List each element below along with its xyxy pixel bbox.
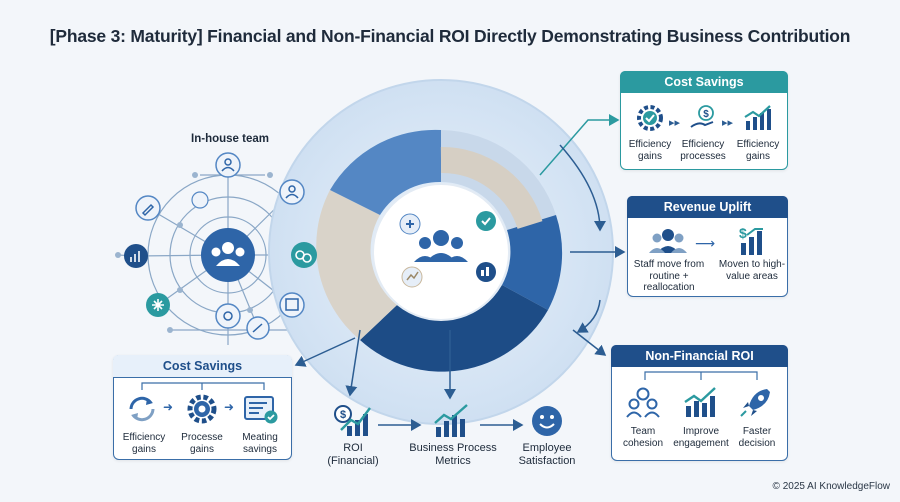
team-icon <box>626 387 660 418</box>
svg-text:$: $ <box>703 109 709 120</box>
svg-text:$: $ <box>739 225 747 241</box>
center-disc <box>372 183 510 321</box>
copyright-footer: © 2025 AI KnowledgeFlow <box>772 481 890 492</box>
inhouse-team-label: In-house team <box>191 133 269 145</box>
non-financial-title: Non-Financial ROI <box>611 345 788 367</box>
cost-top-item-1-label: Efficiency gains <box>628 139 672 162</box>
cost-savings-top-box: Cost Savings $ ▸▸ ▸▸ Efficiency gains Ef… <box>620 71 788 170</box>
hand-dollar-icon: $ <box>690 105 714 128</box>
cost-left-item-3-label: Meating savings <box>242 432 278 455</box>
smiley-icon <box>532 406 562 436</box>
people-icon <box>649 229 687 253</box>
bottom-employee-label: Employee Satisfaction <box>518 442 576 467</box>
nonfin-item-2-label: Improve engagement <box>673 426 729 449</box>
gear-check-icon <box>637 105 663 131</box>
cost-savings-top-title: Cost Savings <box>620 71 788 93</box>
dollar-growth-icon: $ <box>739 225 763 255</box>
nonfin-item-3-label: Faster decision <box>738 426 776 449</box>
cost-left-item-1-label: Efficiency gains <box>122 432 166 455</box>
dollar-chart-icon: $ <box>334 405 371 436</box>
cost-top-item-2-label: Efficiency processes <box>680 139 726 162</box>
non-financial-box: Non-Financial ROI Team cohesion Improve … <box>611 345 788 461</box>
growth-chart-icon <box>744 105 771 130</box>
revenue-uplift-box: Revenue Uplift ⟶ $ Staff move from routi… <box>627 196 788 297</box>
center-team-icon <box>414 230 468 262</box>
gear-icon <box>187 394 217 424</box>
revenue-item-2-label: Moven to high-value areas <box>718 259 786 282</box>
revenue-item-1-label: Staff move from routine + reallocation <box>633 259 705 293</box>
cost-left-item-2-label: Processe gains <box>181 432 223 455</box>
page-title: [Phase 3: Maturity] Financial and Non-Fi… <box>49 26 851 46</box>
cost-savings-left-title: Cost Savings <box>113 355 292 378</box>
nonfin-item-1-label: Team cohesion <box>622 426 664 449</box>
bottom-process-label: Business Process Metrics <box>409 442 497 467</box>
refresh-icon <box>129 396 155 422</box>
revenue-uplift-title: Revenue Uplift <box>627 196 788 218</box>
bottom-roi-label: ROI (Financial) <box>327 442 379 467</box>
cost-top-item-3-label: Efficiency gains <box>736 139 780 162</box>
rocket-icon <box>740 389 770 417</box>
network-center <box>201 228 255 282</box>
bar-chart-icon <box>434 404 468 437</box>
svg-text:$: $ <box>340 409 346 421</box>
maturity-ring <box>316 129 563 372</box>
checklist-icon <box>244 396 278 424</box>
trend-chart-icon <box>684 387 716 417</box>
cost-savings-left-box: Cost Savings ➜ ➜ Efficiency gains Proces… <box>113 355 292 460</box>
